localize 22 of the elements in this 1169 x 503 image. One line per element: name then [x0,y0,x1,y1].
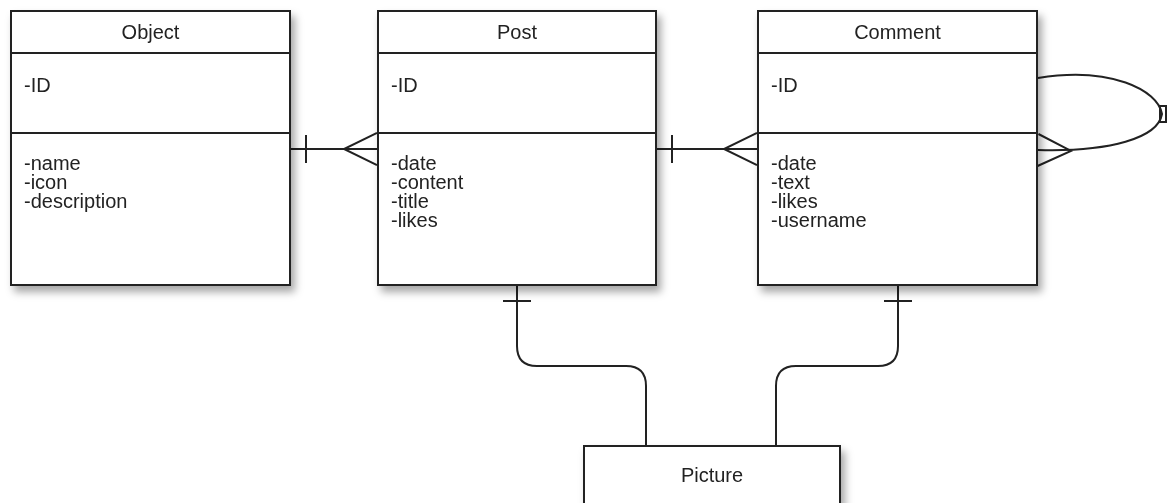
attribute: -text [771,173,810,192]
attribute: -likes [391,211,438,230]
attribute: -content [391,173,464,192]
attribute: -ID [391,76,418,95]
attribute: -date [391,154,437,173]
attribute: -icon [24,173,68,192]
entity-box [377,10,657,286]
attribute: -ID [771,76,798,95]
entity-name: Post [497,22,537,42]
entity-box [10,10,291,286]
entity-name: Picture [680,465,744,485]
entity-box [583,445,841,503]
attribute: -title [391,192,429,211]
entity-name: Comment [854,22,941,42]
attribute: -username [771,211,867,230]
attribute: -date [771,154,817,173]
attribute: -ID [24,76,51,95]
attribute: -likes [771,192,818,211]
entity-name: Object [121,22,180,42]
entity-box [757,10,1038,286]
attribute: -description [24,192,128,211]
attribute: -name [24,154,81,173]
